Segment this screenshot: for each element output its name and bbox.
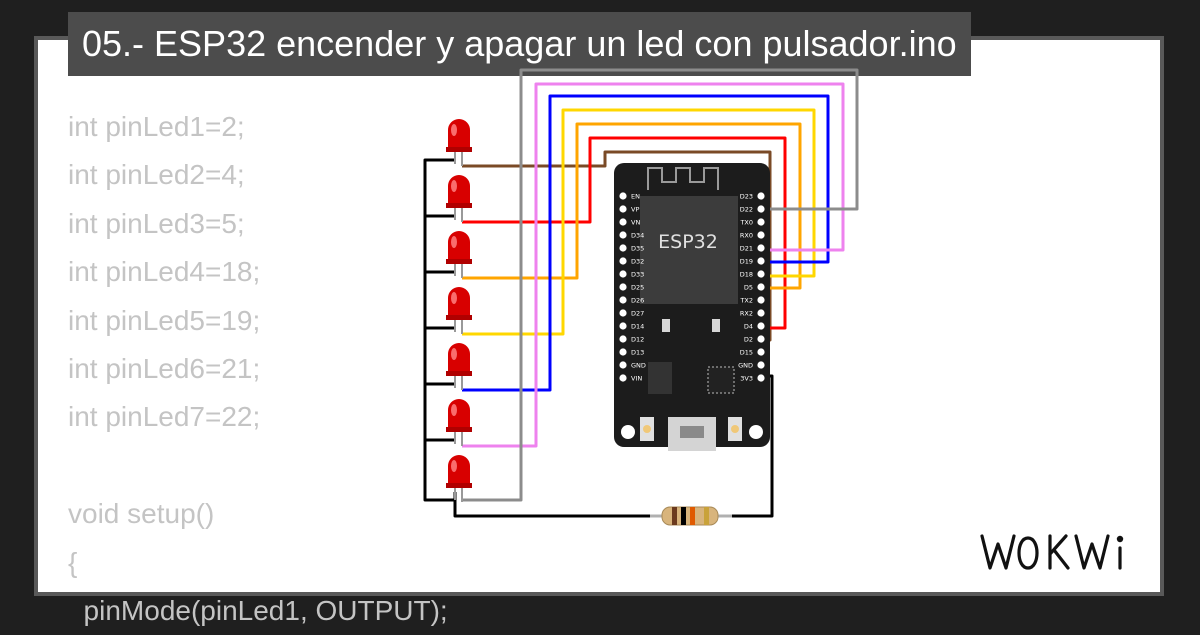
- pin-vin[interactable]: [619, 374, 627, 382]
- pin-tx2[interactable]: [757, 296, 765, 304]
- pin-gnd[interactable]: [757, 361, 765, 369]
- pin-label: D26: [631, 297, 644, 305]
- pin-label: VP: [631, 206, 639, 214]
- pin-label: TX2: [739, 297, 753, 305]
- pin-d15[interactable]: [757, 348, 765, 356]
- pin-d22[interactable]: [757, 205, 765, 213]
- pin-d35[interactable]: [619, 244, 627, 252]
- code-line: int pinLed4=18;: [68, 256, 261, 288]
- pin-d2[interactable]: [757, 335, 765, 343]
- wires: [423, 68, 859, 518]
- resistor: [650, 506, 732, 526]
- pin-label: D14: [631, 323, 644, 331]
- code-line: int pinLed6=21;: [68, 352, 261, 384]
- mount-hole: [621, 425, 635, 439]
- led-5: [446, 343, 472, 390]
- pin-label: D21: [740, 245, 753, 253]
- wire: [462, 122, 802, 290]
- code-line: int pinLed2=4;: [68, 159, 245, 191]
- usb-chip: [707, 366, 735, 394]
- pin-label: VN: [631, 219, 640, 227]
- pin-vn[interactable]: [619, 218, 627, 226]
- pin-d21[interactable]: [757, 244, 765, 252]
- esp32-board[interactable]: ESP32 ENVPVND34D35D32D33D25D26D27D14D12D…: [614, 163, 770, 451]
- pin-d32[interactable]: [619, 257, 627, 265]
- pin-label: D27: [631, 310, 644, 318]
- code-line: {: [68, 546, 78, 578]
- pin-d5[interactable]: [757, 283, 765, 291]
- led-array: [446, 119, 472, 502]
- pin-label: D12: [631, 336, 644, 344]
- pin-label: GND: [738, 362, 753, 370]
- pin-label: RX2: [740, 310, 753, 318]
- pin-d25[interactable]: [619, 283, 627, 291]
- pin-label: D5: [744, 284, 753, 292]
- pin-d4[interactable]: [757, 322, 765, 330]
- wire: [462, 68, 859, 502]
- led-2: [446, 175, 472, 222]
- pin-d19[interactable]: [757, 257, 765, 265]
- pin-label: D35: [631, 245, 644, 253]
- code-line: int pinLed3=5;: [68, 207, 245, 239]
- pin-rx0[interactable]: [757, 231, 765, 239]
- preview-card: [34, 36, 1164, 596]
- wokwi-logo: [980, 534, 1124, 570]
- wire: [423, 158, 455, 502]
- pin-label: D18: [740, 271, 753, 279]
- pin-d12[interactable]: [619, 335, 627, 343]
- regulator: [648, 362, 672, 394]
- pin-label: D25: [631, 284, 644, 292]
- esp32-module: [640, 196, 738, 304]
- code-line: pinMode(pinLed1, OUTPUT);: [68, 594, 448, 626]
- pin-d33[interactable]: [619, 270, 627, 278]
- pin-label: VIN: [631, 375, 642, 383]
- led-3: [446, 231, 472, 278]
- pin-label: D32: [631, 258, 644, 266]
- pin-d34[interactable]: [619, 231, 627, 239]
- pin-label: D23: [740, 193, 753, 201]
- led-1: [446, 119, 472, 166]
- pin-label: RX0: [740, 232, 753, 240]
- pin-d23[interactable]: [757, 192, 765, 200]
- pin-vp[interactable]: [619, 205, 627, 213]
- pin-label: D15: [740, 349, 753, 357]
- pin-gnd[interactable]: [619, 361, 627, 369]
- code-line: void setup(): [68, 498, 215, 530]
- sketch-title: 05.- ESP32 encender y apagar un led con …: [68, 12, 971, 76]
- pin-label: TX0: [739, 219, 753, 227]
- led-7: [446, 455, 472, 502]
- mount-hole: [749, 425, 763, 439]
- pin-label: D33: [631, 271, 644, 279]
- led-6: [446, 399, 472, 446]
- pin-label: EN: [631, 193, 640, 201]
- wire: [462, 82, 845, 448]
- pin-d26[interactable]: [619, 296, 627, 304]
- pin-3v3[interactable]: [757, 374, 765, 382]
- pin-d27[interactable]: [619, 309, 627, 317]
- pin-label: D13: [631, 349, 644, 357]
- pin-label: D19: [740, 258, 753, 266]
- wire: [453, 492, 650, 518]
- code-line: int pinLed5=19;: [68, 304, 261, 336]
- pin-label: D22: [740, 206, 753, 214]
- pin-d18[interactable]: [757, 270, 765, 278]
- pin-label: D2: [744, 336, 753, 344]
- code-preview: int pinLed1=2; int pinLed2=4; int pinLed…: [68, 103, 448, 635]
- wire: [462, 108, 816, 336]
- led-4: [446, 287, 472, 334]
- pin-rx2[interactable]: [757, 309, 765, 317]
- pin-tx0[interactable]: [757, 218, 765, 226]
- pin-d14[interactable]: [619, 322, 627, 330]
- wire: [462, 136, 787, 330]
- pin-label: 3V3: [740, 375, 753, 383]
- code-line: int pinLed7=22;: [68, 401, 261, 433]
- pin-label: D4: [744, 323, 753, 331]
- pin-label: D34: [631, 232, 644, 240]
- pin-en[interactable]: [619, 192, 627, 200]
- chip-label: ESP32: [658, 231, 718, 253]
- pin-label: GND: [631, 362, 646, 370]
- code-line: int pinLed1=2;: [68, 111, 245, 142]
- pin-d13[interactable]: [619, 348, 627, 356]
